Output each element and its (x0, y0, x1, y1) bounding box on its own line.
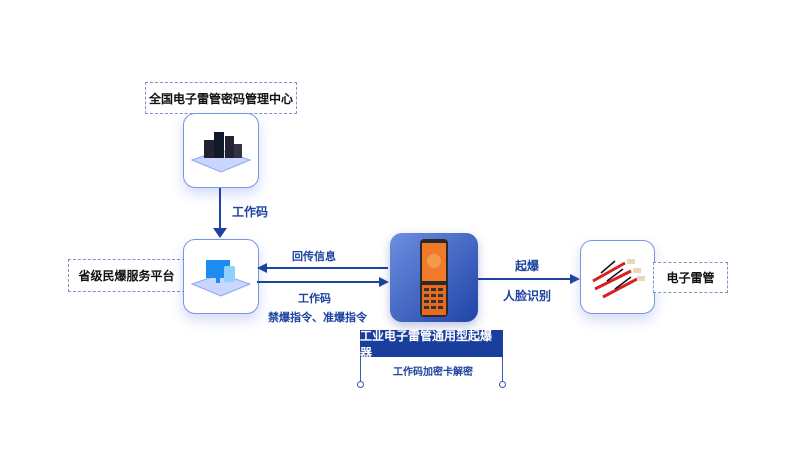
detonator-card (580, 240, 655, 314)
edge-label-workcode: 工作码 (298, 292, 331, 305)
edge-label-commands: 禁爆指令、准爆指令 (268, 311, 367, 324)
server-card (183, 113, 259, 188)
computer-icon (190, 260, 252, 297)
edge-label-face-recognition: 人脸识别 (503, 289, 552, 303)
device-card (390, 233, 478, 322)
electronic-detonator-icon (592, 259, 645, 299)
platform-label: 省级民爆服务平台 (68, 259, 185, 292)
detonator-label: 电子雷管 (653, 262, 728, 293)
connector-dot (357, 381, 364, 388)
edge-label-feedback: 回传信息 (292, 250, 336, 263)
edge-label-detonate: 起爆 (515, 259, 540, 273)
server-icon (190, 132, 252, 173)
device-title: 工业电子雷管通用型起爆器 (360, 329, 503, 360)
handheld-detonator-icon (420, 239, 448, 317)
edge-label-workcode-down: 工作码 (232, 205, 269, 219)
center-label: 全国电子雷管密码管理中心 (145, 82, 297, 114)
connector-dot (499, 381, 506, 388)
platform-card (183, 239, 259, 314)
device-subtitle: 工作码加密卡解密 (393, 367, 473, 378)
